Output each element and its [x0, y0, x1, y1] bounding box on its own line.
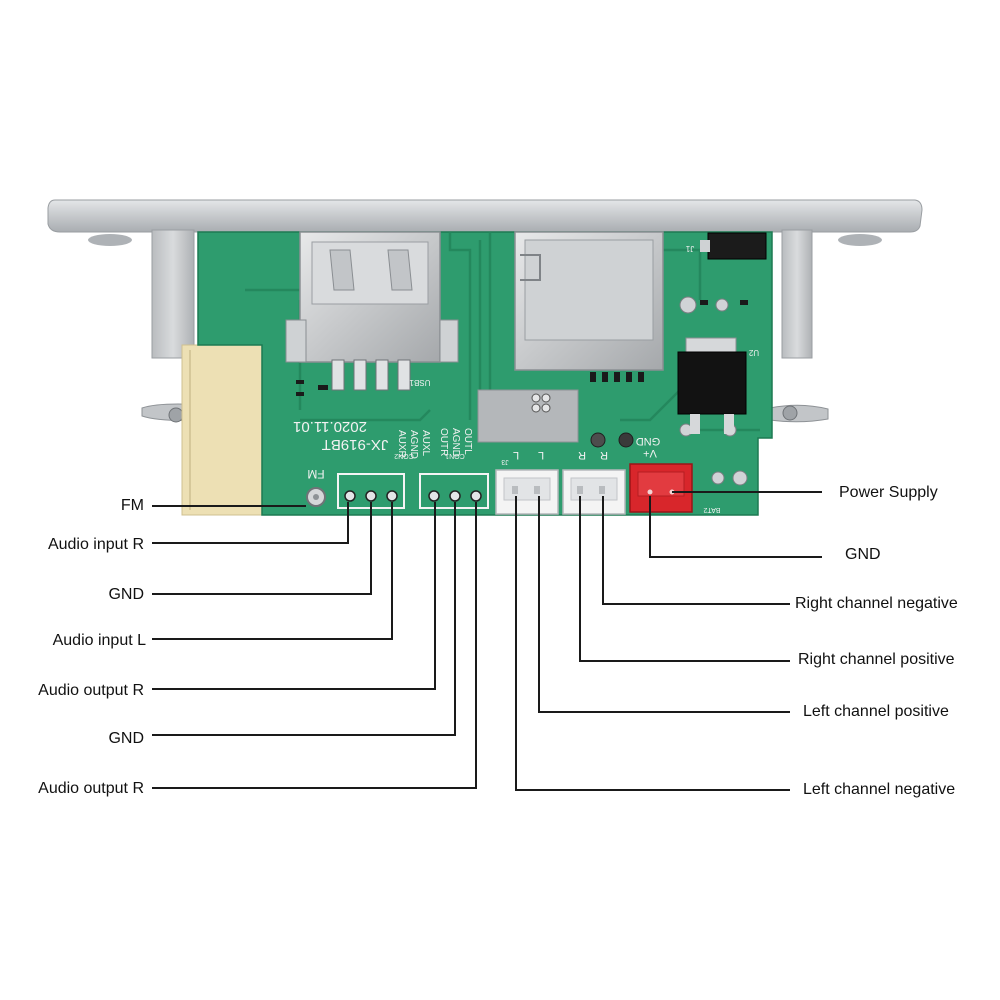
side-brackets — [141, 229, 829, 423]
leader-audio-output-r-2 — [152, 502, 477, 789]
leader-audio-input-r — [152, 502, 349, 544]
leader-lines-left — [152, 502, 477, 789]
con1-name-text: CON1 — [445, 452, 465, 459]
leader-gnd-output — [152, 502, 456, 736]
con1-pin-1: OUTL — [462, 428, 473, 455]
label-gnd-output: GND — [108, 730, 144, 747]
r-mark-left: R — [578, 449, 586, 461]
power-connector — [629, 463, 693, 513]
con2-pin-1: AUXL — [420, 430, 431, 457]
label-audio-output-r-1: Audio output R — [38, 682, 144, 699]
board-model-text: JX-919BT — [322, 436, 389, 453]
vplus-silk-text: V+ — [643, 447, 657, 459]
label-fm: FM — [120, 497, 144, 514]
silkscreen: JX-919BT 2020.11.01 FM AUXL AGND AUXR OU… — [293, 244, 759, 513]
con2-pin-2: AGND — [408, 430, 419, 459]
label-left-channel-negative: Left channel negative — [803, 781, 956, 798]
label-gnd-input: GND — [108, 586, 144, 603]
leader-gnd-power — [649, 496, 822, 558]
r-mark-right: R — [600, 449, 608, 461]
l-mark-right: L — [538, 449, 544, 461]
sd-card-slot — [514, 231, 664, 371]
left-speaker-connector — [495, 469, 559, 515]
con2-name-text: CON2 — [394, 452, 414, 459]
leader-left-positive — [538, 496, 790, 713]
leader-gnd-input — [152, 502, 372, 595]
u2-name-text: U2 — [748, 348, 759, 357]
label-power-supply: Power Supply — [839, 484, 938, 501]
label-left-channel-positive: Left channel positive — [803, 703, 949, 720]
board-date-text: 2020.11.01 — [293, 418, 367, 435]
label-audio-output-r-2: Audio output R — [38, 780, 144, 797]
gnd-silk-text: GND — [636, 435, 661, 447]
j1-component — [700, 232, 767, 260]
label-gnd-power: GND — [845, 546, 881, 563]
fm-pad — [306, 487, 326, 507]
label-right-channel-negative: Right channel negative — [795, 595, 958, 612]
leader-lines-right — [515, 491, 822, 791]
leader-audio-output-r-1 — [152, 502, 436, 690]
fm-silk-text: FM — [307, 467, 324, 481]
leader-audio-input-l — [152, 502, 393, 640]
con1-header — [419, 473, 489, 509]
usb-name-text: USB1 — [409, 378, 430, 387]
u2-regulator — [677, 337, 747, 434]
label-audio-input-l: Audio input L — [52, 632, 146, 649]
con1-pin-2: AGND — [450, 428, 461, 457]
usb-port — [285, 231, 459, 391]
right-speaker-connector — [562, 469, 626, 515]
j3-name-text: J3 — [501, 458, 509, 465]
leader-right-negative — [602, 496, 790, 605]
con1-pin-3: OUTR — [438, 428, 449, 456]
con2-header — [337, 473, 405, 509]
l-mark-left: L — [513, 449, 519, 461]
antenna-module — [181, 344, 263, 516]
j1-name-text: J1 — [685, 244, 694, 253]
con2-pin-3: AUXR — [396, 430, 407, 458]
front-panel — [47, 199, 923, 246]
leader-left-negative — [515, 496, 790, 791]
label-audio-input-r: Audio input R — [47, 536, 144, 553]
bat-name-text: BAT2 — [703, 506, 720, 513]
label-right-channel-positive: Right channel positive — [798, 651, 955, 668]
leader-right-positive — [579, 496, 790, 662]
